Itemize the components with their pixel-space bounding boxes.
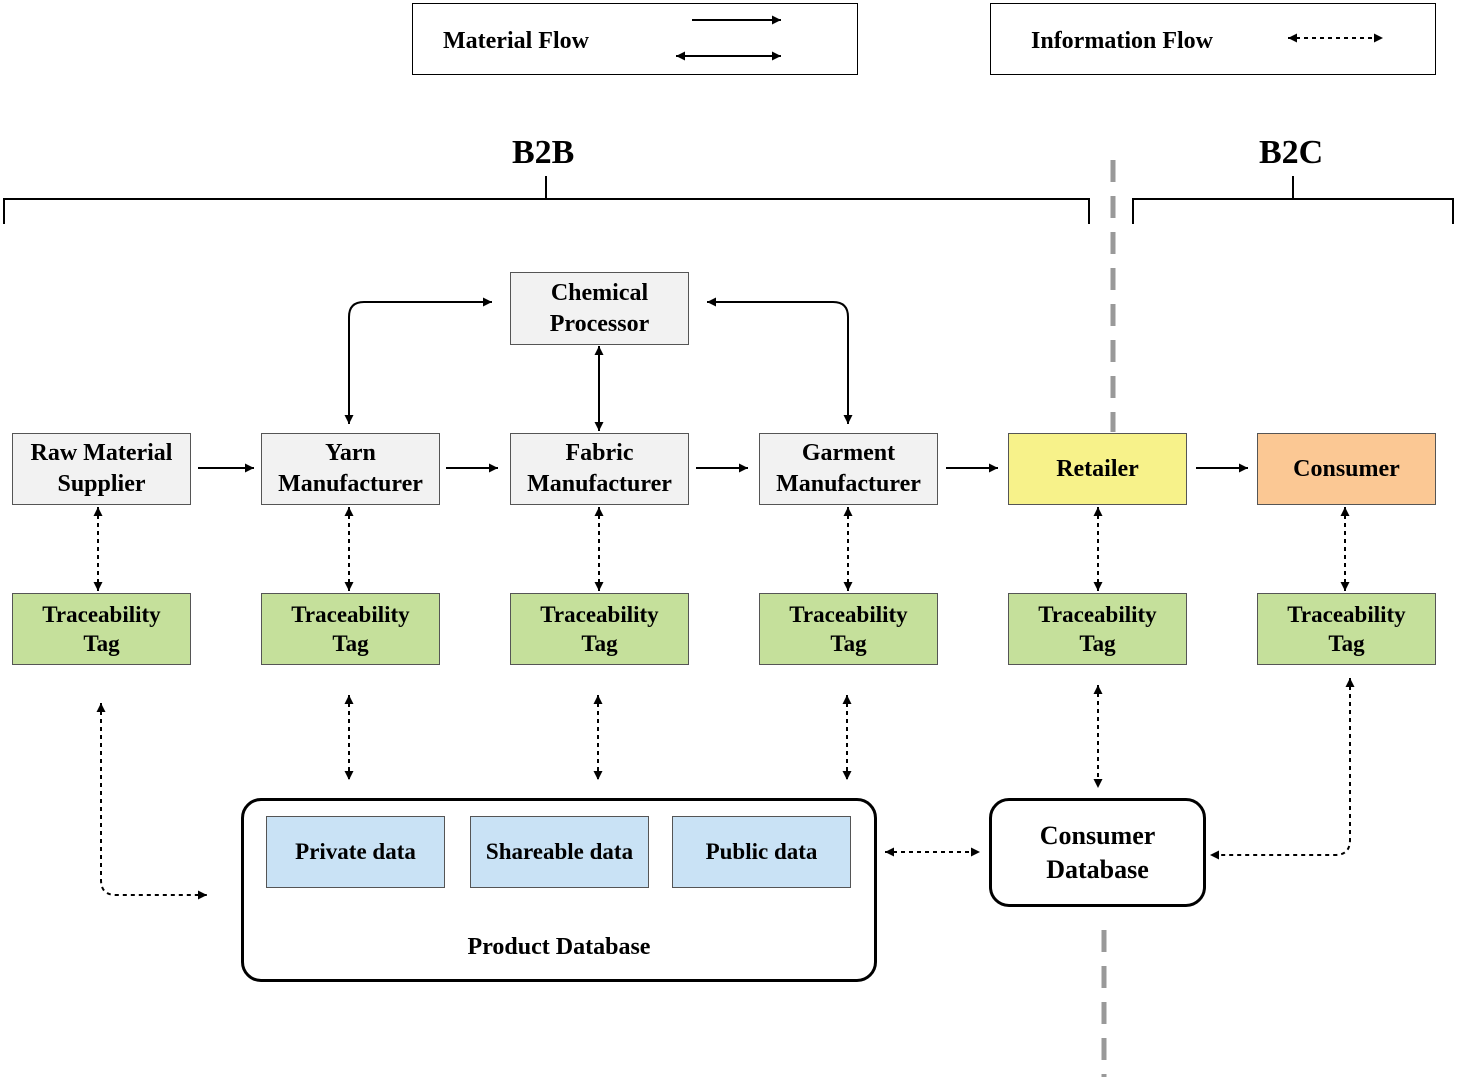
public-data-label: Public data [705, 839, 818, 864]
consumer-node: Consumer [1257, 433, 1436, 505]
shareable-data-label: Shareable data [485, 839, 634, 864]
info-supplier-tag-to-db [96, 703, 207, 900]
private-data-label: Private data [295, 839, 416, 864]
chemical-processor-node: Chemical Processor [510, 272, 689, 345]
traceability-tag-label: Traceability Tag [42, 602, 161, 656]
traceability-tag-label: Traceability Tag [1287, 602, 1406, 656]
traceability-tag-label: Traceability Tag [291, 602, 410, 656]
retailer-label: Retailer [1056, 455, 1139, 482]
traceability-tag-supplier: Traceability Tag [12, 593, 191, 665]
chemical-processor-label: Chemical Processor [549, 279, 650, 337]
shareable-data-block: Shareable data [470, 816, 649, 888]
traceability-tag-consumer: Traceability Tag [1257, 593, 1436, 665]
raw-material-supplier-node: Raw Material Supplier [12, 433, 191, 505]
traceability-tag-retailer: Traceability Tag [1008, 593, 1187, 665]
b2c-title: B2C [1259, 134, 1324, 171]
consumer-label: Consumer [1293, 455, 1400, 482]
arrow-garment-chemical [707, 297, 853, 424]
consumer-database-label: Consumer Database [1039, 820, 1156, 884]
garment-manufacturer-node: Garment Manufacturer [759, 433, 938, 505]
fabric-manufacturer-label: Fabric Manufacturer [527, 440, 672, 497]
private-data-block: Private data [266, 816, 445, 888]
traceability-tag-fabric: Traceability Tag [510, 593, 689, 665]
b2b-title: B2B [512, 134, 575, 171]
traceability-tag-label: Traceability Tag [789, 602, 908, 656]
product-database-title: Product Database [467, 934, 651, 960]
consumer-database: Consumer Database [989, 798, 1206, 907]
b2b-bracket [3, 176, 1090, 224]
traceability-tag-garment: Traceability Tag [759, 593, 938, 665]
arrow-yarn-chemical [344, 297, 492, 424]
info-consumer-tag-to-consumer-db [1210, 678, 1355, 860]
b2c-bracket [1132, 176, 1454, 224]
legend-material-flow: Material Flow [412, 3, 858, 75]
yarn-manufacturer-node: Yarn Manufacturer [261, 433, 440, 505]
garment-manufacturer-label: Garment Manufacturer [776, 440, 921, 497]
yarn-manufacturer-label: Yarn Manufacturer [278, 440, 423, 497]
fabric-manufacturer-node: Fabric Manufacturer [510, 433, 689, 505]
legend-material-flow-label: Material Flow [443, 28, 589, 54]
raw-material-supplier-label: Raw Material Supplier [30, 440, 173, 497]
retailer-node: Retailer [1008, 433, 1187, 505]
legend-information-flow-label: Information Flow [1031, 28, 1213, 54]
traceability-tag-label: Traceability Tag [540, 602, 659, 656]
traceability-tag-label: Traceability Tag [1038, 602, 1157, 656]
traceability-tag-yarn: Traceability Tag [261, 593, 440, 665]
public-data-block: Public data [672, 816, 851, 888]
